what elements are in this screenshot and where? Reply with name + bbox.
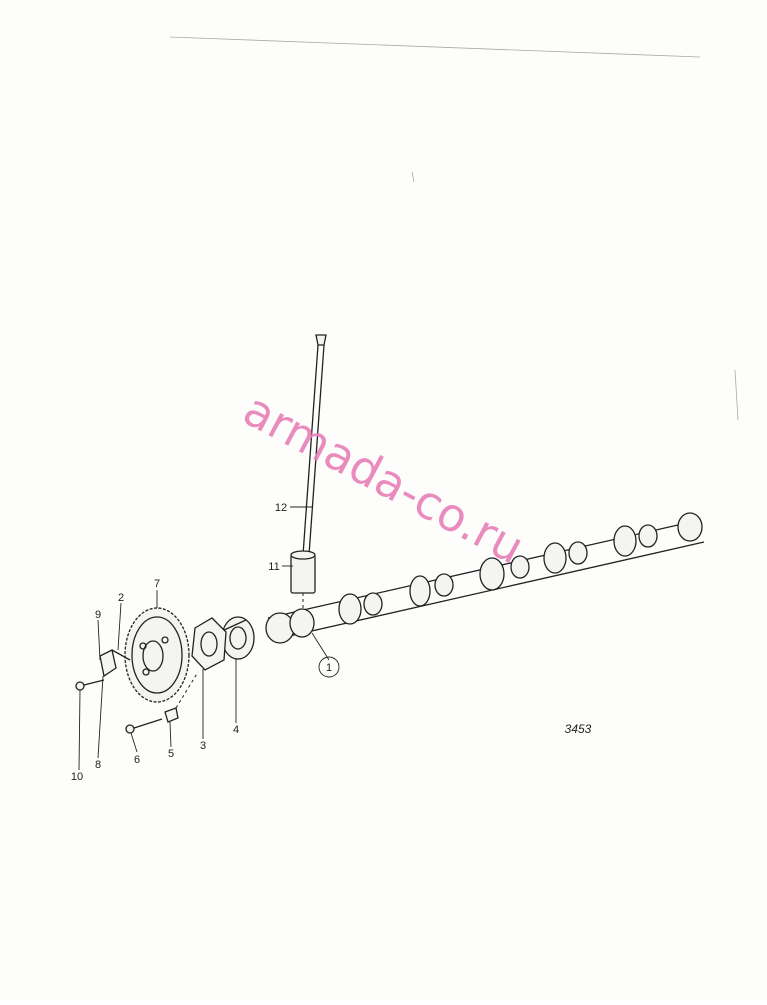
leader-lines bbox=[78, 506, 330, 771]
callout-7: 7 bbox=[154, 578, 160, 590]
callout-12: 12 bbox=[275, 502, 287, 514]
callout-6: 6 bbox=[134, 754, 140, 766]
camshaft bbox=[265, 512, 705, 644]
callout-2: 2 bbox=[118, 592, 124, 604]
callout-10: 10 bbox=[71, 771, 83, 783]
drawing-number: 3453 bbox=[565, 722, 592, 736]
callout-8: 8 bbox=[95, 759, 101, 771]
spacer-ring bbox=[221, 616, 255, 660]
callout-1-circle bbox=[318, 656, 340, 678]
camshaft-gear bbox=[124, 607, 190, 703]
callout-5: 5 bbox=[168, 748, 174, 760]
callout-1: 1 bbox=[326, 662, 332, 674]
callout-9: 9 bbox=[95, 609, 101, 621]
lock-washer-5 bbox=[164, 707, 179, 723]
lock-plate bbox=[99, 649, 131, 678]
push-rod bbox=[302, 334, 327, 556]
scan-artifacts bbox=[169, 36, 739, 421]
callout-3: 3 bbox=[200, 740, 206, 752]
watermark: armada-co.ru bbox=[235, 382, 533, 575]
thrust-flange bbox=[175, 617, 227, 709]
callout-11: 11 bbox=[268, 561, 279, 573]
callout-4: 4 bbox=[233, 724, 239, 736]
bolt-6 bbox=[125, 718, 163, 734]
callouts: 1 2 3 4 5 6 7 8 9 10 11 12 bbox=[71, 502, 340, 783]
bolt-10 bbox=[75, 679, 105, 691]
tappet bbox=[290, 550, 316, 612]
